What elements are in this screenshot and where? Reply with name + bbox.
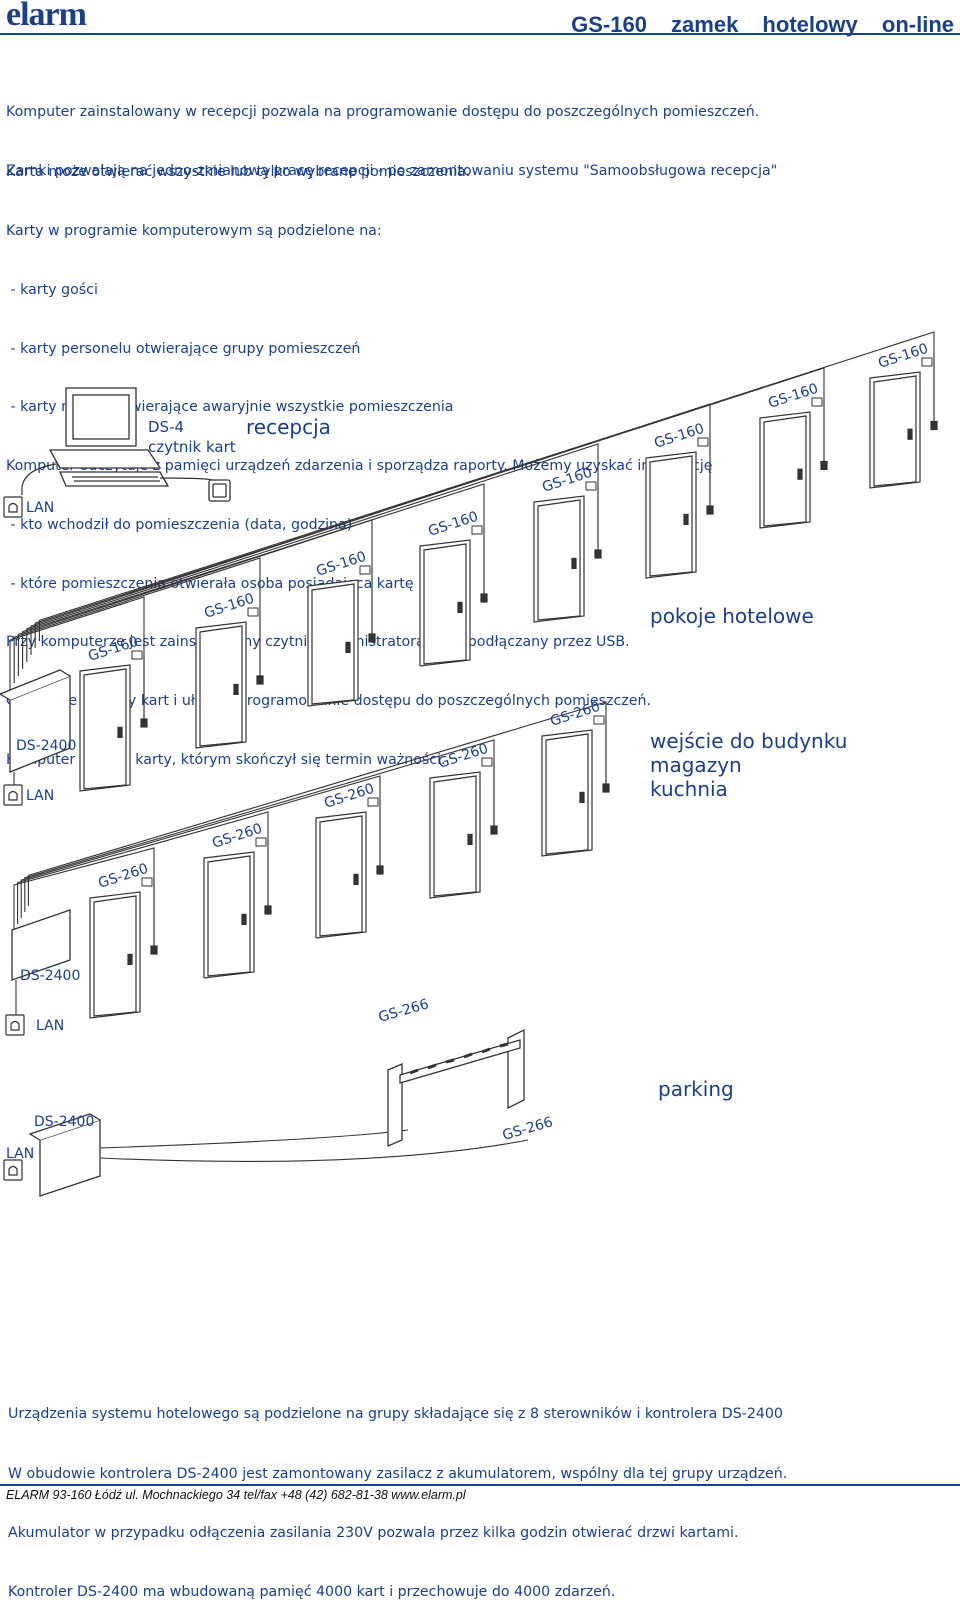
computer-icon <box>48 387 170 487</box>
ds2400-controller <box>11 909 71 981</box>
lock-label: GS-260 <box>96 861 150 892</box>
lock-label: GS-260 <box>548 699 602 730</box>
lan-socket-icon <box>3 1159 23 1181</box>
lock-label: GS-160 <box>86 634 140 665</box>
lock-label: GS-160 <box>876 341 930 372</box>
body-line: - karty gości <box>6 281 98 298</box>
lock-label: GS-260 <box>210 821 264 852</box>
ds2400-label: DS-2400 <box>16 738 76 754</box>
footer-rule <box>0 1484 960 1486</box>
lock-reader <box>255 837 267 847</box>
door-with-lock <box>429 757 498 899</box>
barrier-gate <box>387 1028 525 1147</box>
group-label-entrance: wejście do budynku <box>650 729 847 753</box>
door-with-lock <box>79 650 148 792</box>
group-label-kitchen: kuchnia <box>650 777 728 801</box>
lock-reader <box>247 607 259 617</box>
intro-line: Komputer zainstalowany w recepcji pozwal… <box>6 104 760 121</box>
door-with-lock <box>645 437 714 579</box>
lan-label: LAN <box>26 788 54 804</box>
group-label-rooms: pokoje hotelowe <box>650 604 814 628</box>
door-with-lock <box>541 715 610 857</box>
bottom-line: W obudowie kontrolera DS-2400 jest zamon… <box>8 1465 788 1482</box>
body-line: - karty personelu otwierające grupy pomi… <box>6 340 361 357</box>
page-title: GS-160 zamek hotelowy on-line <box>571 12 954 37</box>
lock-reader <box>367 797 379 807</box>
door-with-lock <box>203 837 272 979</box>
door-with-lock <box>315 797 384 939</box>
door-with-lock <box>307 565 376 707</box>
door-with-lock <box>869 357 938 489</box>
lock-reader <box>141 877 153 887</box>
lan-socket-icon <box>3 496 23 518</box>
lock-label: GS-160 <box>652 421 706 452</box>
lock-label: GS-266 <box>377 996 431 1026</box>
lock-reader <box>481 757 493 767</box>
ds2400-controller <box>0 669 71 773</box>
bottom-line: Kontroler DS-2400 ma wbudowaną pamięć 40… <box>8 1583 616 1600</box>
footer-address: ELARM 93-160 Łódź ul. Mochnackiego 34 te… <box>6 1488 466 1502</box>
lan-label: LAN <box>6 1146 34 1162</box>
bottom-line: Akumulator w przypadku odłączenia zasila… <box>8 1524 739 1541</box>
ds2400-controller <box>28 1113 101 1197</box>
lock-reader <box>585 481 597 491</box>
door-with-lock <box>419 525 488 667</box>
lock-reader <box>593 715 605 725</box>
lock-label: GS-160 <box>202 591 256 622</box>
group-label-storage: magazyn <box>650 753 742 777</box>
ds4-reader-icon <box>208 479 231 502</box>
lock-label: GS-160 <box>766 381 820 412</box>
system-diagram: DS-4 czytnik kart recepcja LAN LAN LAN L… <box>0 331 938 1197</box>
bottom-line: Urządzenia systemu hotelowego są podziel… <box>8 1406 783 1423</box>
lock-label: GS-160 <box>426 509 480 540</box>
lan-label: LAN <box>26 500 54 516</box>
lock-label: GS-160 <box>540 465 594 496</box>
lan-socket-icon <box>5 1014 25 1036</box>
lock-reader <box>697 437 709 447</box>
intro-line: Zamki pozwalają na jedno-zmianową pracę … <box>6 162 778 179</box>
lock-reader <box>811 397 823 407</box>
door-with-lock <box>195 607 264 749</box>
lock-label: GS-160 <box>314 549 368 580</box>
header-rule <box>0 33 960 35</box>
lock-reader <box>131 650 143 660</box>
group-label-parking: parking <box>658 1077 734 1101</box>
lock-reader <box>359 565 371 575</box>
body-line: Karty w programie komputerowym są podzie… <box>6 222 382 239</box>
body-line: Karta może otwierać wszystkie lub tylko … <box>6 164 471 181</box>
door-with-lock <box>759 397 828 529</box>
reception-label: recepcja <box>246 415 331 439</box>
ds4-label-2: czytnik kart <box>148 438 236 456</box>
lock-reader <box>471 525 483 535</box>
ds4-label: DS-4 <box>148 418 184 436</box>
elarm-logo: elarm <box>6 0 87 33</box>
lan-label: LAN <box>36 1018 64 1034</box>
lan-socket-icon <box>3 784 23 806</box>
lock-reader <box>921 357 933 367</box>
ds2400-label: DS-2400 <box>34 1114 94 1130</box>
ds2400-label: DS-2400 <box>20 968 80 984</box>
door-with-lock <box>89 877 158 1019</box>
intro-text: Komputer zainstalowany w recepcji pozwal… <box>6 64 777 201</box>
lock-label: GS-266 <box>501 1114 555 1144</box>
door-with-lock <box>533 481 602 623</box>
